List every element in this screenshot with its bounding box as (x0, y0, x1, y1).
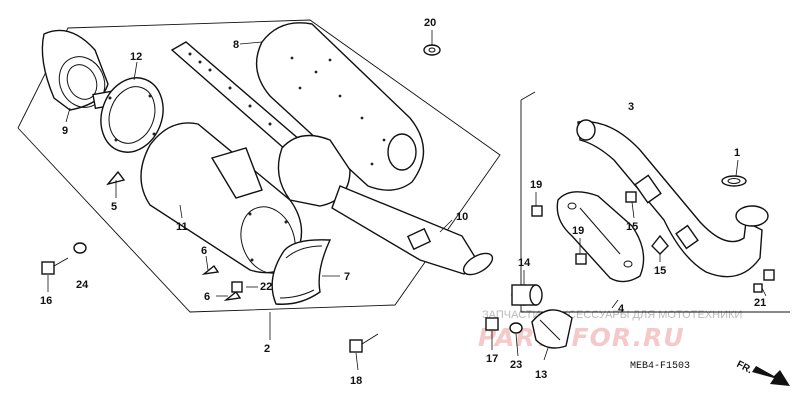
gasket (721, 175, 747, 187)
collar-24 (73, 242, 87, 254)
diagram-code: MEB4-F1503 (630, 361, 690, 372)
nut-21 (753, 269, 775, 293)
joint-clamp (531, 309, 573, 349)
part-label-6a: 6 (201, 245, 207, 257)
front-arrow-icon (752, 366, 790, 386)
part-label-2: 2 (264, 343, 270, 355)
muffler-packing (255, 22, 425, 191)
part-label-8: 8 (233, 39, 239, 51)
washer-20 (423, 44, 441, 56)
part-label-19a: 19 (530, 179, 542, 191)
end-cap-plate (92, 77, 164, 153)
part-label-10: 10 (456, 211, 468, 223)
bolt-18 (349, 333, 379, 353)
part-label-1: 1 (734, 147, 740, 159)
part-label-7: 7 (344, 271, 350, 283)
bolt-19a (531, 205, 543, 217)
front-direction-indicator: FR. (735, 359, 790, 386)
part-label-18: 18 (350, 375, 362, 387)
part-label-9: 9 (62, 125, 68, 137)
band-clamp (271, 239, 332, 305)
heat-guard (556, 191, 645, 283)
part-label-16: 16 (40, 295, 52, 307)
part-label-5: 5 (111, 201, 117, 213)
nut-15a (625, 191, 637, 203)
joint-rubber (511, 284, 543, 306)
part-label-3: 3 (628, 101, 634, 113)
part-label-12: 12 (130, 51, 142, 63)
part-label-21: 21 (754, 297, 766, 309)
exhaust-pipe (576, 119, 769, 278)
nut-15b (651, 234, 669, 255)
part-label-24: 24 (76, 279, 89, 291)
part-label-15a: 15 (626, 221, 638, 233)
bolt-16 (41, 257, 69, 275)
rivet-6a (201, 264, 220, 276)
watermark-logo: PARTSFOR.RU (478, 323, 685, 352)
bolt-22 (231, 281, 243, 293)
end-cap-cone (41, 29, 109, 111)
washer-23 (509, 322, 523, 334)
assembly-frame-4 (520, 100, 790, 313)
part-label-11: 11 (176, 221, 188, 233)
bolt-17 (485, 317, 499, 331)
inner-pipe (170, 41, 494, 276)
rivet-6b (223, 290, 242, 302)
bolt-19b (575, 253, 587, 265)
part-label-15b: 15 (654, 265, 666, 277)
front-direction-label: FR. (735, 359, 755, 376)
part-label-17: 17 (486, 353, 498, 365)
assembly-frame-2 (17, 19, 501, 313)
part-label-19b: 19 (572, 225, 584, 237)
part-label-13: 13 (535, 369, 547, 381)
part-label-4: 4 (618, 303, 625, 315)
part-label-6b: 6 (204, 291, 210, 303)
part-label-22: 22 (260, 281, 272, 293)
part-label-23: 23 (510, 359, 522, 371)
leader-lines (47, 30, 767, 371)
part-label-20: 20 (424, 17, 436, 29)
part-label-14: 14 (518, 257, 531, 269)
